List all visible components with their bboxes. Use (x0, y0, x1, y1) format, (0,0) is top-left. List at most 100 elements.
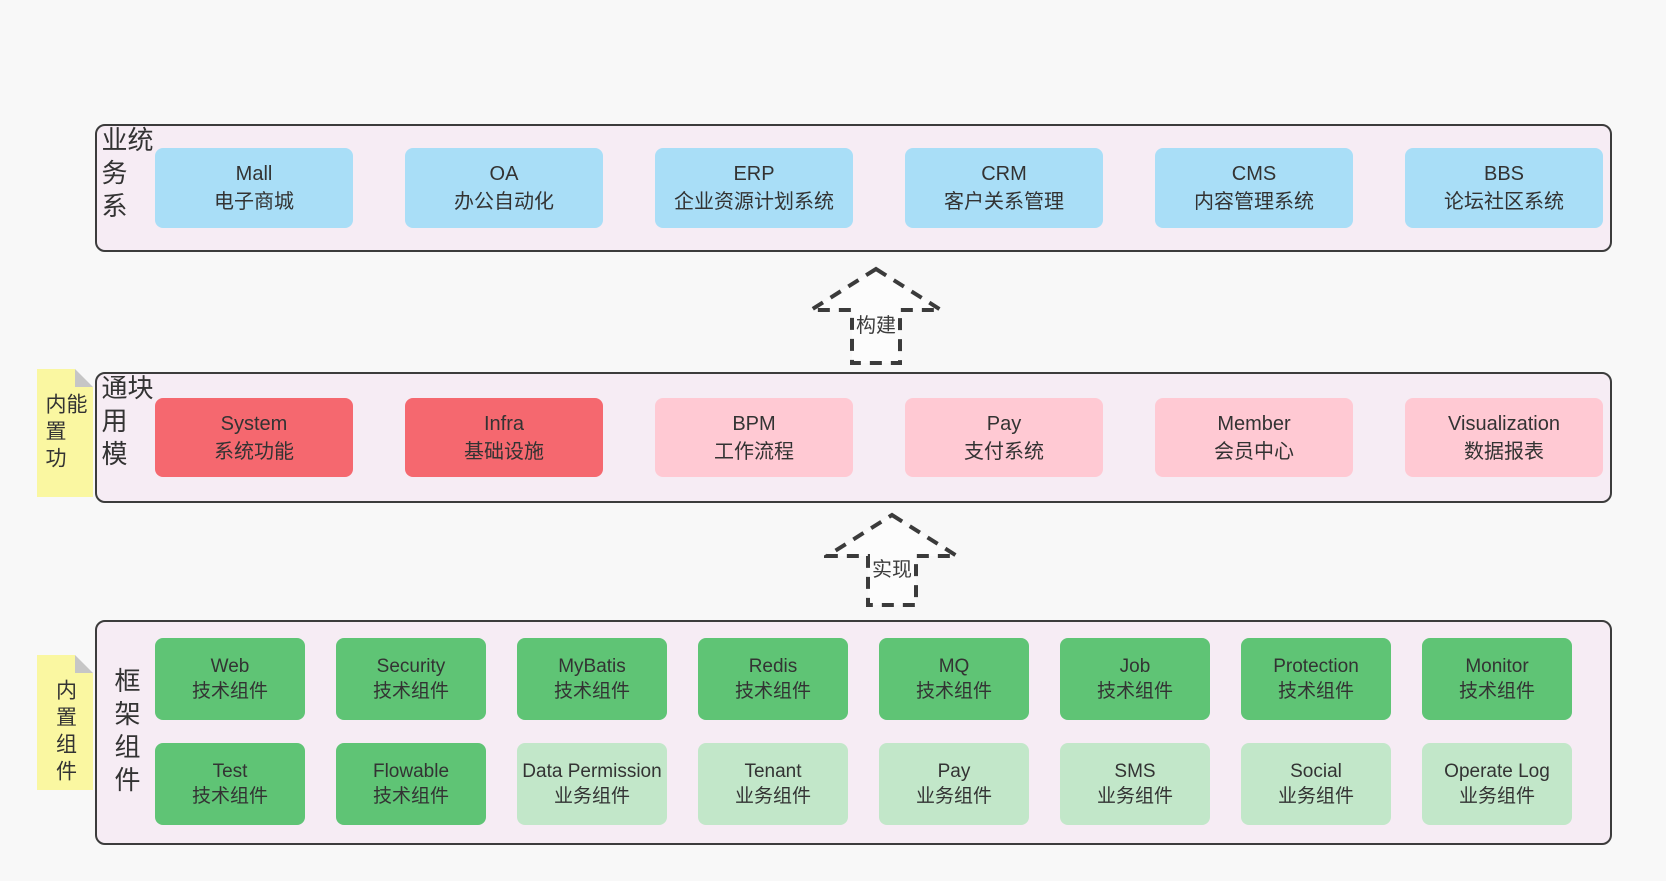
module-title: CMS (1231, 163, 1277, 185)
business-systems-boxes: Mall 电子商城 OA 办公自动化 ERP 企业资源计划系统 CRM 客户关系… (155, 126, 1610, 250)
module-title: System (220, 412, 288, 435)
module-title: ERP (733, 163, 775, 185)
module-subtitle: 业务组件 (1458, 786, 1535, 807)
module-title: Mall (235, 163, 273, 185)
module-subtitle: 数据报表 (1464, 440, 1544, 463)
module-box: Social 业务组件 (1241, 743, 1391, 825)
module-subtitle: 技术组件 (372, 681, 449, 702)
module-title: Pay (986, 412, 1022, 435)
module-box: Redis 技术组件 (698, 638, 848, 720)
module-title: SMS (1114, 761, 1156, 782)
arrow-label: 实现 (872, 558, 912, 581)
module-subtitle: 技术组件 (372, 786, 449, 807)
common-modules-boxes: System 系统功能 Infra 基础设施 BPM 工作流程 Pay 支付系统… (155, 374, 1610, 501)
module-title: Flowable (372, 761, 450, 782)
module-subtitle: 技术组件 (1277, 681, 1354, 702)
module-title: Job (1119, 656, 1151, 677)
module-title: Operate Log (1444, 761, 1550, 782)
module-title: BPM (732, 412, 776, 435)
sticky-note-built-in-features: 内置功能 (37, 369, 93, 497)
module-subtitle: 基础设施 (464, 440, 544, 463)
module-title: Redis (748, 656, 798, 677)
module-title: OA (489, 163, 519, 185)
module-box: Mall 电子商城 (155, 148, 353, 228)
module-subtitle: 论坛社区系统 (1444, 191, 1564, 213)
layer-title: 框架组件 (97, 622, 155, 843)
module-title: Visualization (1448, 412, 1560, 435)
module-box: Protection 技术组件 (1241, 638, 1391, 720)
implement-arrow: 实现 (824, 512, 960, 607)
module-box: Flowable 技术组件 (336, 743, 486, 825)
module-box: SMS 业务组件 (1060, 743, 1210, 825)
module-box: Monitor 技术组件 (1422, 638, 1572, 720)
module-subtitle: 业务组件 (1277, 786, 1354, 807)
module-title: MyBatis (558, 656, 626, 677)
module-box: Security 技术组件 (336, 638, 486, 720)
sticky-note-label: 内置组件 (53, 679, 77, 787)
module-box: ERP 企业资源计划系统 (655, 148, 853, 228)
module-subtitle: 业务组件 (734, 786, 811, 807)
module-box: MQ 技术组件 (879, 638, 1029, 720)
module-box: Member 会员中心 (1155, 398, 1353, 477)
module-subtitle: 电子商城 (214, 191, 294, 213)
module-subtitle: 办公自动化 (454, 191, 554, 213)
module-title: Pay (937, 761, 971, 782)
module-subtitle: 技术组件 (553, 681, 630, 702)
module-box: Data Permission 业务组件 (517, 743, 667, 825)
module-title: Test (212, 761, 248, 782)
layer-title-text: 框架组件 (111, 666, 141, 799)
layer-framework-components: 框架组件 Web 技术组件 Security 技术组件 MyBatis 技术组件… (95, 620, 1612, 845)
module-title: Data Permission (522, 761, 662, 782)
module-box: BPM 工作流程 (655, 398, 853, 477)
arrow-label-bg (870, 558, 914, 582)
layer-title-text: 通用模块 (98, 374, 154, 473)
layer-business-systems: 业务系统 Mall 电子商城 OA 办公自动化 ERP 企业资源计划系统 CRM… (95, 124, 1612, 252)
module-subtitle: 系统功能 (214, 440, 294, 463)
module-subtitle: 技术组件 (191, 681, 268, 702)
module-box: Job 技术组件 (1060, 638, 1210, 720)
module-box: CRM 客户关系管理 (905, 148, 1103, 228)
layer-title: 通用模块 (97, 374, 155, 501)
arrow-label-bg (854, 314, 898, 338)
module-box: Test 技术组件 (155, 743, 305, 825)
sticky-note-label: 内置功能 (43, 393, 87, 474)
module-title: Tenant (744, 761, 802, 782)
module-subtitle: 业务组件 (915, 786, 992, 807)
module-subtitle: 技术组件 (734, 681, 811, 702)
arrow-label: 构建 (856, 314, 896, 337)
module-box: BBS 论坛社区系统 (1405, 148, 1603, 228)
layer-title: 业务系统 (97, 126, 155, 250)
layer-common-modules: 通用模块 System 系统功能 Infra 基础设施 BPM 工作流程 Pay… (95, 372, 1612, 503)
module-subtitle: 技术组件 (191, 786, 268, 807)
module-title: Monitor (1465, 656, 1529, 677)
module-title: CRM (981, 163, 1027, 185)
framework-components-boxes: Web 技术组件 Security 技术组件 MyBatis 技术组件 Redi… (155, 622, 1610, 843)
module-subtitle: 客户关系管理 (944, 191, 1064, 213)
sticky-note-built-in-components: 内置组件 (37, 655, 93, 790)
module-subtitle: 企业资源计划系统 (674, 191, 834, 213)
module-subtitle: 技术组件 (1096, 681, 1173, 702)
module-subtitle: 会员中心 (1214, 440, 1294, 463)
module-box: Infra 基础设施 (405, 398, 603, 477)
module-title: BBS (1483, 163, 1525, 185)
module-box: System 系统功能 (155, 398, 353, 477)
module-box: Pay 支付系统 (905, 398, 1103, 477)
module-box: Operate Log 业务组件 (1422, 743, 1572, 825)
module-title: Infra (483, 412, 525, 435)
module-box: OA 办公自动化 (405, 148, 603, 228)
module-box: Tenant 业务组件 (698, 743, 848, 825)
module-subtitle: 技术组件 (915, 681, 992, 702)
module-subtitle: 技术组件 (1458, 681, 1535, 702)
module-subtitle: 业务组件 (1096, 786, 1173, 807)
module-box: Pay 业务组件 (879, 743, 1029, 825)
module-subtitle: 工作流程 (714, 440, 794, 463)
module-subtitle: 内容管理系统 (1194, 191, 1314, 213)
module-box: MyBatis 技术组件 (517, 638, 667, 720)
module-title: Web (210, 656, 250, 677)
module-title: MQ (938, 656, 970, 677)
module-title: Social (1290, 761, 1342, 782)
module-subtitle: 支付系统 (964, 440, 1044, 463)
module-title: Protection (1273, 656, 1359, 677)
layer-title-text: 业务系统 (98, 126, 154, 225)
